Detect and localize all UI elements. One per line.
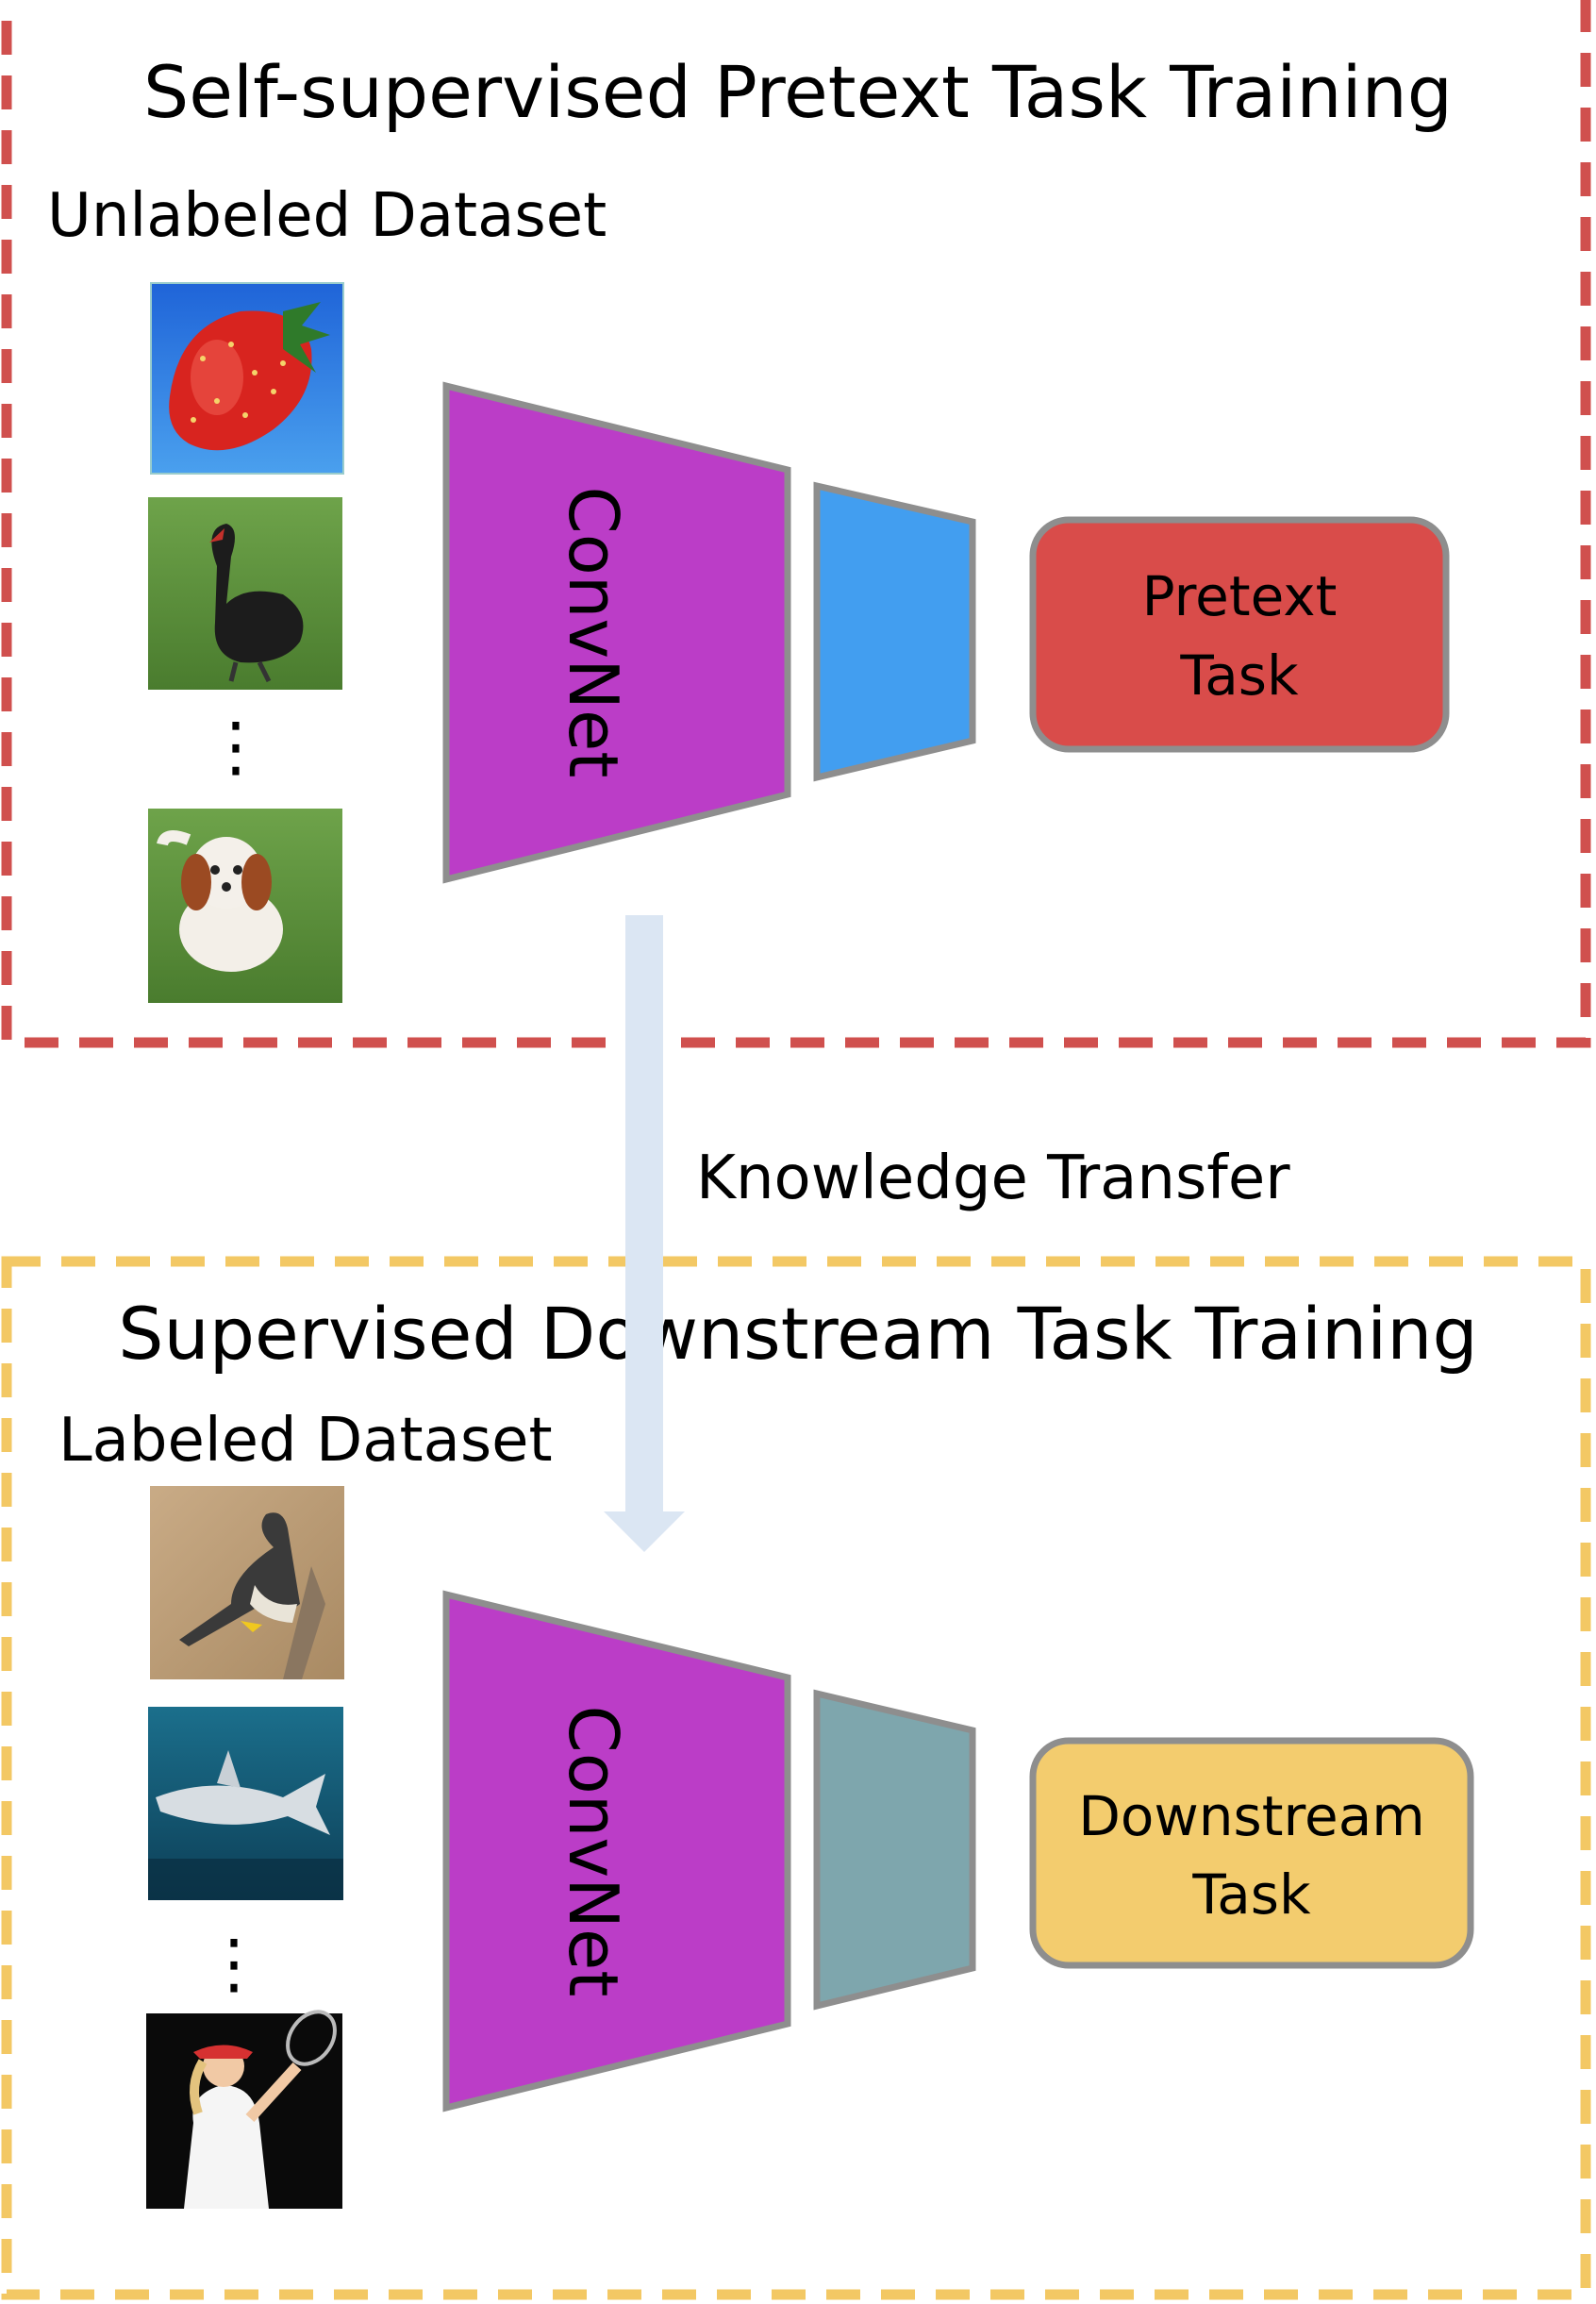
shark-image — [148, 1707, 343, 1900]
downstream-task-label-line2: Task — [1191, 1862, 1311, 1927]
knowledge-transfer-arrow — [604, 915, 685, 1552]
tennis-player-image — [146, 2010, 342, 2209]
unlabeled-dataset-label: Unlabeled Dataset — [47, 181, 607, 251]
downstream-section-title: Supervised Downstream Task Training — [118, 1292, 1477, 1376]
knowledge-transfer-label: Knowledge Transfer — [696, 1144, 1290, 1213]
pretext-convnet-label: ConvNet — [554, 487, 633, 778]
pretext-section-border — [1, 0, 1591, 1048]
pretext-section: Self-supervised Pretext Task Training Un… — [1, 0, 1591, 1048]
strawberry-image — [150, 282, 344, 475]
pretext-task-label-line1: Pretext — [1142, 564, 1338, 628]
downstream-task-box — [1029, 1737, 1474, 1969]
dog-image — [148, 809, 342, 1003]
pretext-head — [813, 481, 976, 782]
bird-image — [150, 1486, 344, 1679]
downstream-task-label-line1: Downstream — [1078, 1784, 1425, 1848]
pretext-task-box — [1029, 516, 1450, 753]
downstream-head — [813, 1689, 976, 2011]
downstream-convnet-label: ConvNet — [554, 1706, 633, 1997]
black-swan-image — [148, 497, 342, 690]
downstream-section-border — [1, 1256, 1591, 2300]
downstream-content: ⋮ ConvNet Downstream Task — [146, 1486, 1474, 2209]
downstream-convnet — [442, 1590, 791, 2112]
pretext-section-title: Self-supervised Pretext Task Training — [143, 50, 1453, 134]
pretext-convnet — [442, 381, 791, 884]
downstream-section: Supervised Downstream Task Training Labe… — [1, 1256, 1591, 2300]
labeled-ellipsis: ⋮ — [201, 1925, 267, 2002]
labeled-dataset-label: Labeled Dataset — [58, 1406, 553, 1476]
pretext-task-label-line2: Task — [1179, 643, 1299, 708]
unlabeled-ellipsis: ⋮ — [203, 708, 269, 785]
